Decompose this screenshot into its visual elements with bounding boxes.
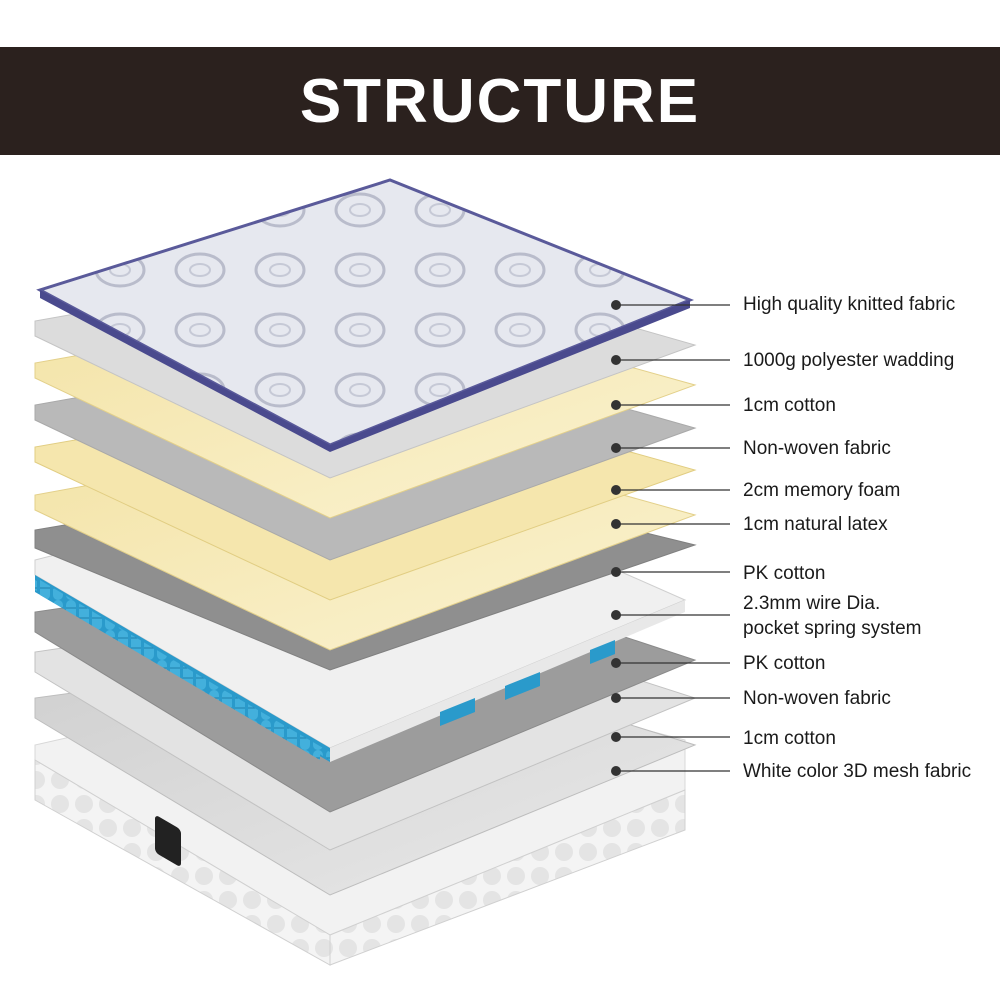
label-pk-cotton-bottom: PK cotton	[743, 653, 826, 674]
page-title: STRUCTURE	[299, 66, 701, 136]
label-natural-latex: 1cm natural latex	[743, 514, 888, 535]
label-polyester-wadding: 1000g polyester wadding	[743, 350, 955, 371]
label-3d-mesh: White color 3D mesh fabric	[743, 761, 972, 782]
label-1cm-cotton-top: 1cm cotton	[743, 395, 836, 416]
title-banner: STRUCTURE	[0, 47, 1000, 155]
label-spring-line2: pocket spring system	[743, 618, 922, 639]
callout-lines	[611, 300, 730, 776]
label-non-woven-bottom: Non-woven fabric	[743, 688, 891, 709]
label-knitted-fabric: High quality knitted fabric	[743, 294, 956, 315]
brand-label	[155, 816, 181, 866]
label-memory-foam: 2cm memory foam	[743, 480, 901, 501]
label-spring-line1: 2.3mm wire Dia.	[743, 593, 881, 614]
label-pk-cotton-top: PK cotton	[743, 563, 826, 584]
label-1cm-cotton-bottom: 1cm cotton	[743, 728, 836, 749]
layer-knitted-fabric	[36, 178, 695, 452]
label-non-woven-top: Non-woven fabric	[743, 438, 891, 459]
